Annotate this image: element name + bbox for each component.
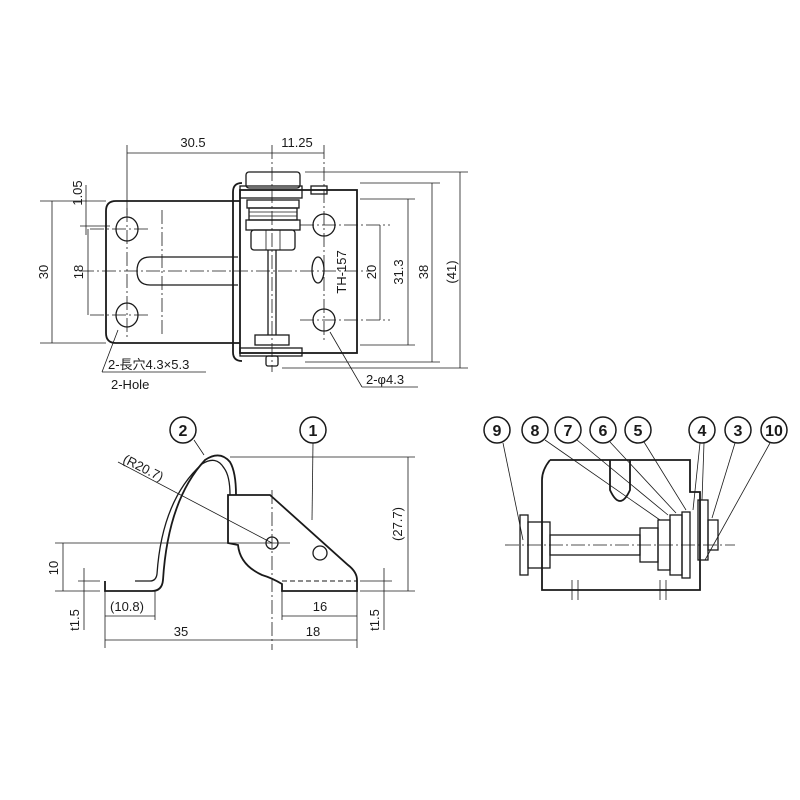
hex-nut xyxy=(250,229,296,251)
hook-inner xyxy=(135,459,231,582)
dim-10: 10 xyxy=(46,561,61,575)
balloon-1-side xyxy=(299,416,327,444)
leader-line xyxy=(329,331,363,388)
hook-outer xyxy=(104,454,237,592)
radius-leader xyxy=(117,461,273,544)
dim-10-8: (10.8) xyxy=(110,599,144,614)
side-view: (R20.7) 2 1 (27.7) 10 t1.5 t1.5 (10.8) 3… xyxy=(46,416,415,650)
end-body xyxy=(541,459,701,591)
slot-note-en: 2-Hole xyxy=(111,377,149,392)
stopper-tab xyxy=(310,185,328,195)
balloon-label: 5 xyxy=(634,423,643,440)
balloon-label: 9 xyxy=(493,423,502,440)
balloon-label: 2 xyxy=(179,423,188,440)
balloon-9: 9 xyxy=(483,416,524,541)
bottom-flange xyxy=(239,347,303,357)
left-plate xyxy=(105,200,240,344)
dim-18: 18 xyxy=(71,265,86,279)
dim-38: 38 xyxy=(416,265,431,279)
balloon-label: 3 xyxy=(734,423,743,440)
balloon-5: 5 xyxy=(624,416,687,511)
top-flange xyxy=(239,185,303,199)
leader-line xyxy=(101,329,119,373)
dim-t1-5-left: t1.5 xyxy=(67,609,82,631)
dim-20: 20 xyxy=(364,265,379,279)
top-cap xyxy=(245,171,301,189)
dim-t1-5-right: t1.5 xyxy=(367,609,382,631)
balloon-7: 7 xyxy=(554,416,669,516)
balloon-4: 4 xyxy=(688,416,716,511)
balloon-label: 10 xyxy=(765,423,783,440)
dim-41: (41) xyxy=(444,260,459,283)
balloon-label: 6 xyxy=(599,423,608,440)
dim-18-side: 18 xyxy=(306,624,320,639)
balloon-label: 1 xyxy=(309,423,318,440)
brand-logo xyxy=(311,256,325,284)
dim-r20-7: (R20.7) xyxy=(121,451,166,484)
slot-note: 2-長穴4.3×5.3 xyxy=(108,357,189,372)
hole-note: 2-φ4.3 xyxy=(366,372,404,387)
latch-body xyxy=(227,494,358,592)
balloon-10: 10 xyxy=(704,416,788,561)
dim-16: 16 xyxy=(313,599,327,614)
model-label: TH-157 xyxy=(334,250,349,293)
dim-35: 35 xyxy=(174,624,188,639)
hook-section xyxy=(609,460,631,502)
balloon-2-side xyxy=(169,416,197,444)
dim-27-7: (27.7) xyxy=(390,507,405,541)
body-hole xyxy=(312,545,328,561)
end-view: 9 8 7 6 5 4 3 xyxy=(483,416,788,600)
dim-30: 30 xyxy=(36,265,51,279)
balloon-8: 8 xyxy=(521,416,661,521)
dim-1-05: 1.05 xyxy=(70,180,85,205)
dim-30-5: 30.5 xyxy=(180,135,205,150)
right-body xyxy=(239,189,358,354)
spring xyxy=(245,199,301,231)
top-view: TH-157 30.5 11.25 30 18 1.05 20 31.3 38 xyxy=(36,135,468,392)
bracket-outline xyxy=(232,182,243,362)
balloon-6: 6 xyxy=(589,416,677,514)
dim-11-25: 11.25 xyxy=(281,135,313,150)
dim-31-3: 31.3 xyxy=(391,259,406,284)
cap xyxy=(707,519,719,551)
balloon-label: 7 xyxy=(564,423,573,440)
balloon-label: 4 xyxy=(698,423,707,440)
balloon-label: 8 xyxy=(531,423,540,440)
balloon-3: 3 xyxy=(711,416,752,519)
